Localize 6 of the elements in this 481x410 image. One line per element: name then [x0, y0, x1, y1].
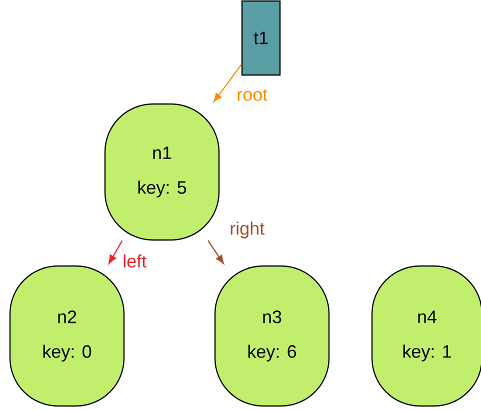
- tag-box: t1: [241, 0, 281, 76]
- arrow: [208, 240, 224, 264]
- edge-label: root: [235, 88, 269, 102]
- arrow: [214, 64, 242, 102]
- arrow: [108, 240, 123, 264]
- edge-label: right: [228, 220, 266, 240]
